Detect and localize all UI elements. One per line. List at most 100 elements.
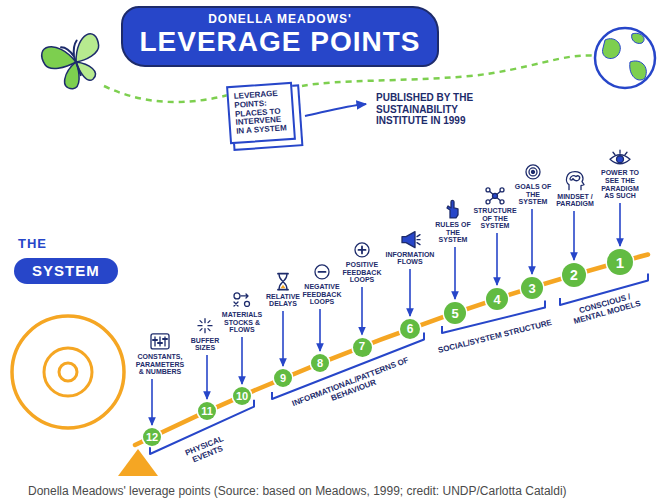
system-orbit bbox=[12, 316, 124, 428]
heading-slot: THE bbox=[18, 236, 47, 252]
caption-slot: Donella Meadows' leverage points (Source… bbox=[28, 484, 658, 498]
label-slot: PHYSICAL EVENTS bbox=[175, 430, 238, 470]
globe bbox=[595, 28, 655, 88]
minus-sign bbox=[319, 271, 326, 273]
document-text: LEVERAGE POINTS: PLACES TO INTERVENE IN … bbox=[234, 89, 289, 137]
point-heading: BUFFER SIZES bbox=[185, 337, 225, 352]
orbit-ring bbox=[12, 316, 124, 428]
leverage-point-circle: MINDSET / PARADIGM2 bbox=[562, 263, 586, 287]
stock-circle bbox=[245, 301, 250, 306]
point-heading: POWER TO SEE THE PARADIGM AS SUCH bbox=[597, 169, 643, 200]
pointer-arrow bbox=[282, 311, 284, 366]
leader-arrow bbox=[305, 104, 366, 116]
butterfly-body bbox=[61, 40, 89, 78]
plus-sign bbox=[359, 246, 366, 253]
heading-slot: CONSTANTS, PARAMETERS & NUMBERS bbox=[134, 353, 186, 376]
target-ring bbox=[526, 165, 540, 179]
leverage-point-circle: MATERIALS STOCKS & FLOWS10 bbox=[233, 387, 251, 405]
heading-slot: STRUCTURE OF THE SYSTEM bbox=[472, 207, 518, 230]
callout-number: 8 bbox=[317, 358, 323, 369]
head-outline bbox=[567, 172, 584, 190]
network-dot bbox=[493, 193, 498, 198]
network-dot bbox=[486, 200, 490, 204]
callout-number: 1 bbox=[616, 255, 624, 270]
pointer-arrow bbox=[531, 209, 533, 274]
target-icon bbox=[526, 165, 540, 179]
title-text: DONELLA MEADOWS' bbox=[139, 13, 420, 26]
callout-number: 3 bbox=[528, 282, 535, 295]
leverage-point-circle: GOALS OF THE SYSTEM3 bbox=[521, 277, 543, 299]
slider-knob bbox=[153, 339, 167, 343]
leverage-point-circle: CONSTANTS, PARAMETERS & NUMBERS12 bbox=[143, 428, 161, 446]
brain-swirl bbox=[570, 176, 580, 181]
leverage-point-circle: RULES OF THE SYSTEM5 bbox=[444, 302, 466, 324]
point-heading: NEGATIVE FEEDBACK LOOPS bbox=[300, 283, 344, 306]
hand-shape bbox=[447, 200, 458, 218]
heading-slot: NEGATIVE FEEDBACK LOOPS bbox=[300, 283, 344, 306]
orbit-ring bbox=[44, 348, 92, 396]
callout-number: 5 bbox=[451, 307, 458, 320]
pointer-arrows bbox=[152, 203, 620, 425]
callout-number: 11 bbox=[201, 406, 213, 417]
loop-circle bbox=[355, 243, 369, 257]
point-heading: RULES OF THE SYSTEM bbox=[433, 221, 473, 244]
megaphone-body bbox=[402, 232, 415, 248]
label-slot: PUBLISHED BY THE SUSTAINABILITY INSTITUT… bbox=[376, 92, 488, 127]
hourglass-icon bbox=[278, 274, 288, 290]
figure-caption: Donella Meadows' leverage points (Source… bbox=[28, 484, 658, 498]
pointer-arrow bbox=[241, 337, 243, 384]
system-heading: THE bbox=[18, 236, 47, 252]
butterfly-wing bbox=[59, 62, 84, 91]
pointer-arrow bbox=[319, 309, 321, 351]
icons bbox=[151, 150, 630, 349]
point-heading: MINDSET / PARADIGM bbox=[553, 193, 597, 208]
label-slot: CONSCIOUS / MENTAL MODELS bbox=[566, 289, 646, 328]
pointer-arrow bbox=[409, 269, 411, 316]
eye-icon bbox=[610, 150, 630, 164]
lever-beam bbox=[135, 255, 648, 446]
target-ring bbox=[529, 168, 537, 176]
point-heading: GOALS OF THE SYSTEM bbox=[513, 183, 553, 206]
leverage-point-circle: RELATIVE DELAYS9 bbox=[274, 369, 292, 387]
point-heading: POSITIVE FEEDBACK LOOPS bbox=[340, 261, 384, 284]
network-dot bbox=[500, 188, 504, 192]
globe-outline bbox=[595, 28, 655, 88]
heading-slot: BUFFER SIZES bbox=[185, 337, 225, 352]
pointer-arrow bbox=[151, 379, 153, 425]
loop-circle bbox=[315, 265, 329, 279]
heading-slot: INFORMATION FLOWS bbox=[382, 251, 438, 266]
group-label: PHYSICAL EVENTS bbox=[175, 430, 238, 470]
leverage-point-circle: POSITIVE FEEDBACK LOOPS7 bbox=[353, 338, 372, 357]
leverage-point-circle: POWER TO SEE THE PARADIGM AS SUCH1 bbox=[607, 249, 633, 275]
callout-number: 4 bbox=[493, 293, 500, 306]
network-dot bbox=[486, 188, 490, 192]
group-brackets bbox=[150, 274, 648, 455]
network-icon bbox=[486, 188, 504, 204]
callout-number: 2 bbox=[570, 268, 578, 282]
pointer-arrow bbox=[573, 211, 575, 260]
eye-lashes bbox=[613, 150, 627, 155]
network-links bbox=[488, 190, 502, 202]
system-pill: THESYSTEM bbox=[14, 258, 118, 284]
sound-lines bbox=[417, 235, 420, 245]
pointer-arrow bbox=[496, 233, 498, 285]
callout-number: 12 bbox=[146, 432, 158, 443]
group-label: INFORMATIONAL/PATTERNS OF BEHAVIOUR bbox=[283, 352, 420, 419]
callout-number: 9 bbox=[280, 373, 286, 384]
burst-rays bbox=[198, 319, 212, 333]
positive-loop-icon bbox=[355, 243, 369, 257]
globe-land bbox=[603, 33, 647, 80]
callout-number: 6 bbox=[407, 323, 414, 335]
hand-icon bbox=[447, 200, 458, 218]
negative-loop-icon bbox=[315, 265, 329, 279]
group-label: CONSCIOUS / MENTAL MODELS bbox=[566, 289, 646, 328]
callout-number: 7 bbox=[359, 341, 365, 353]
hourglass-sand bbox=[281, 285, 286, 289]
stock-cross bbox=[234, 302, 238, 306]
heading-slot: GOALS OF THE SYSTEM bbox=[513, 183, 553, 206]
heading-slot: MATERIALS STOCKS & FLOWS bbox=[219, 311, 265, 334]
leverage-point-circle: BUFFER SIZES11 bbox=[198, 402, 216, 420]
heading-slot: RELATIVE DELAYS bbox=[261, 293, 305, 308]
